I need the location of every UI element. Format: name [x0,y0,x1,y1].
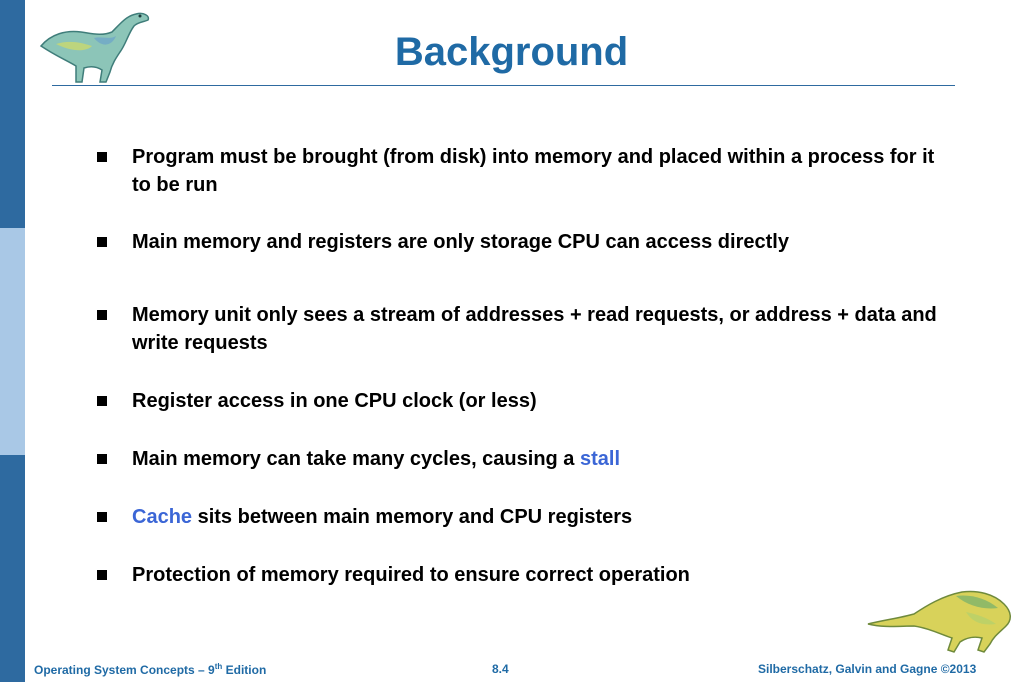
square-bullet-icon [97,396,107,406]
dinosaur-logo-icon [39,12,150,83]
page-title: Background [394,30,629,74]
bullet-text: Register access in one CPU clock (or les… [132,390,537,412]
bullet-item: Main memory can take many cycles, causin… [97,445,937,473]
bullet-text: Main memory and registers are only stora… [132,231,789,253]
footer-course-title-text: Operating System Concepts – 9 [34,663,215,677]
square-bullet-icon [97,454,107,464]
square-bullet-icon [97,152,107,162]
bullet-item: Program must be brought (from disk) into… [97,143,937,199]
sidebar-stripe-bottom [0,455,25,682]
bullet-text-before: Main memory can take many cycles, causin… [132,448,580,470]
footer-copyright: Silberschatz, Galvin and Gagne ©2013 [758,662,977,676]
footer-edition-text: Edition [222,663,267,677]
bullet-text: Program must be brought (from disk) into… [132,146,935,196]
dinosaur-logo-icon [867,590,1011,653]
bullet-text: Cache sits between main memory and CPU r… [132,503,937,531]
footer-edition-superscript: th [214,662,223,671]
bullet-item: Register access in one CPU clock (or les… [97,387,937,415]
bullet-item: Main memory and registers are only stora… [97,228,937,256]
bullet-text-after: sits between main memory and CPU registe… [192,506,633,528]
sidebar-stripe-top [0,0,25,228]
bullet-text: Main memory can take many cycles, causin… [132,445,937,473]
sidebar-stripe-middle [0,228,25,455]
footer-slide-number: 8.4 [492,662,509,676]
highlight-term-stall: stall [580,448,621,470]
square-bullet-icon [97,570,107,580]
bullet-item: Protection of memory required to ensure … [97,561,937,589]
bullet-item: Memory unit only sees a stream of addres… [97,301,937,357]
square-bullet-icon [97,512,107,522]
square-bullet-icon [97,237,107,247]
bullet-text: Protection of memory required to ensure … [132,564,690,586]
highlight-term-cache: Cache [132,506,193,528]
bullet-item: Cache sits between main memory and CPU r… [97,503,937,531]
title-divider [52,85,955,86]
bullet-text: Memory unit only sees a stream of addres… [132,304,937,354]
footer-course-title: Operating System Concepts – 9th Edition [34,662,266,677]
square-bullet-icon [97,310,107,320]
